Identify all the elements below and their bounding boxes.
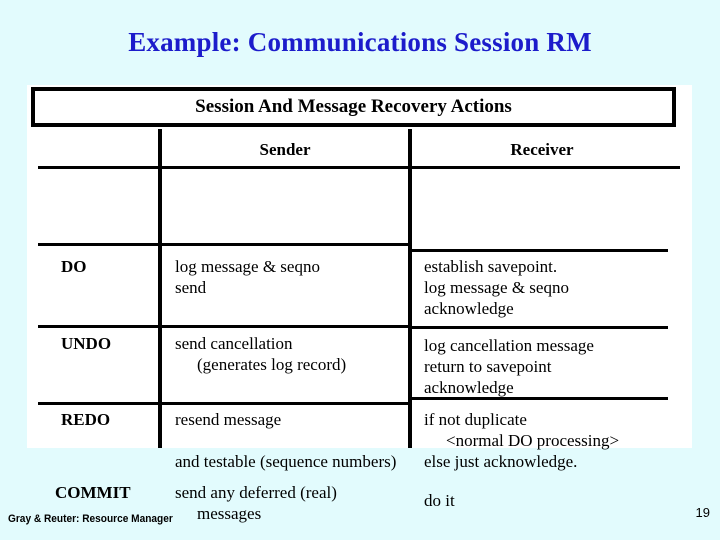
column-divider-1 — [158, 129, 162, 448]
cell-redo-sender: resend message — [175, 410, 282, 429]
table-banner: Session And Message Recovery Actions — [31, 87, 676, 127]
row-label-commit: COMMIT — [55, 483, 131, 502]
cell-redo-receiver-line3: else just acknowledge. — [424, 452, 578, 471]
cell-undo-sender: send cancellation (generates log record) — [175, 333, 405, 375]
cell-undo-receiver: log cancellation message return to savep… — [424, 336, 594, 397]
table-banner-title: Session And Message Recovery Actions — [195, 96, 512, 117]
row-divider-commit-left — [38, 402, 408, 405]
footer-credit: Gray & Reuter: Resource Manager — [8, 513, 173, 525]
column-header-receiver: Receiver — [510, 140, 574, 159]
row-label-do: DO — [61, 257, 87, 276]
cell-redo-receiver-line1: if not duplicate — [424, 410, 527, 429]
row-divider-header — [38, 166, 680, 169]
cell-undo-sender-line2: (generates log record) — [197, 355, 347, 374]
row-divider-commit-right — [408, 397, 668, 400]
row-divider-redo-right — [408, 326, 668, 329]
table-caption-overflow: and testable (sequence numbers) — [175, 452, 397, 471]
row-label-redo: REDO — [61, 410, 111, 429]
cell-do-receiver: establish savepoint. log message & seqno… — [424, 257, 569, 318]
cell-redo-receiver-line2: <normal DO processing> — [446, 431, 620, 450]
cell-commit-receiver: do it — [424, 491, 455, 510]
recovery-actions-table: Session And Message Recovery Actions Sen… — [27, 85, 692, 523]
cell-undo-sender-line1: send cancellation — [175, 334, 293, 353]
cell-do-sender: log message & seqno send — [175, 257, 320, 297]
cell-redo-receiver: if not duplicate <normal DO processing> el… — [424, 409, 679, 472]
cell-commit-sender-line1: send any deferred (real) — [175, 483, 337, 502]
row-label-undo: UNDO — [61, 334, 112, 353]
cell-commit-sender: send any deferred (real) messages — [175, 482, 405, 524]
row-divider-undo-left — [38, 243, 408, 246]
slide-number: 19 — [695, 505, 710, 520]
column-header-sender: Sender — [259, 140, 311, 159]
column-divider-2 — [408, 129, 412, 448]
cell-commit-sender-line2: messages — [197, 504, 262, 523]
row-divider-redo-left — [38, 325, 408, 328]
page-title: Example: Communications Session RM — [128, 27, 592, 57]
row-divider-undo-right — [408, 249, 668, 252]
